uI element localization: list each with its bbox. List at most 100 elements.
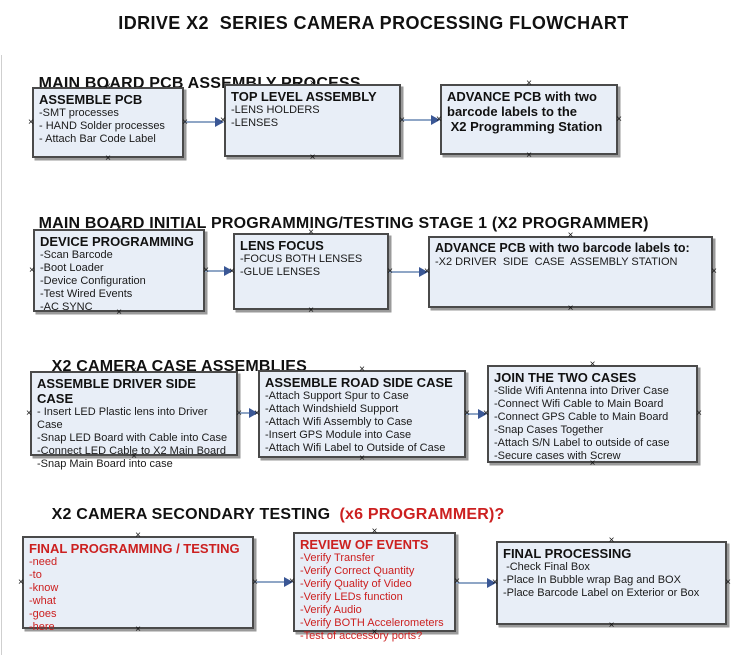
connector-arrow[interactable] xyxy=(456,578,496,588)
flow-box-advance-pcb-programming-station[interactable]: × × × × ADVANCE PCB with two barcode lab… xyxy=(436,79,622,161)
box-item: -Snap LED Board with Cable into Case xyxy=(37,432,228,444)
connection-point-icon[interactable]: × xyxy=(567,230,574,241)
box-item: -Insert GPS Module into Case xyxy=(265,429,412,441)
flow-box-assemble-driver-side-case[interactable]: × × × × ASSEMBLE DRIVER SIDE CASE - Inse… xyxy=(26,366,242,471)
flow-box-assemble-pcb[interactable]: × × × × ASSEMBLE PCB -SMT processes - HA… xyxy=(28,82,188,164)
connection-point-icon[interactable]: × xyxy=(105,153,111,164)
connection-point-icon[interactable]: × xyxy=(26,407,32,419)
connection-point-icon[interactable]: × xyxy=(464,408,470,419)
connection-point-icon[interactable]: × xyxy=(371,526,378,537)
box-item: -what xyxy=(29,595,56,607)
connection-point-icon[interactable]: × xyxy=(608,620,615,631)
box-item: -goes xyxy=(29,608,57,620)
connection-point-icon[interactable]: × xyxy=(567,303,574,314)
connection-point-icon[interactable]: × xyxy=(105,81,111,92)
section-heading-text: X2 CAMERA SECONDARY TESTING xyxy=(51,506,331,523)
connector-line xyxy=(389,271,419,273)
connection-point-icon[interactable]: × xyxy=(359,453,365,464)
section-heading-text: MAIN BOARD INITIAL PROGRAMMING/TESTING S… xyxy=(38,215,649,232)
box-item: -Verify Audio xyxy=(300,604,362,616)
connection-point-icon[interactable]: × xyxy=(454,576,460,587)
connection-point-icon[interactable]: × xyxy=(608,535,615,546)
connection-point-icon[interactable]: × xyxy=(483,408,489,419)
flow-box-assemble-road-side-case[interactable]: × × × × ASSEMBLE ROAD SIDE CASE -Attach … xyxy=(254,365,470,464)
connection-point-icon[interactable]: × xyxy=(696,408,702,419)
flow-box-lens-focus[interactable]: × × × × LENS FOCUS -FOCUS BOTH LENSES -G… xyxy=(229,228,393,316)
connector-line xyxy=(205,270,224,272)
connection-point-icon[interactable]: × xyxy=(589,359,596,370)
box-item: -Slide Wifi Antenna into Driver Case xyxy=(494,385,669,397)
connector-arrow[interactable] xyxy=(389,267,428,277)
connector-arrow[interactable] xyxy=(205,266,233,276)
connection-point-icon[interactable]: × xyxy=(309,152,316,163)
connection-point-icon[interactable]: × xyxy=(289,576,295,587)
connection-point-icon[interactable]: × xyxy=(725,577,731,588)
flow-box-top-level-assembly[interactable]: × × × × TOP LEVEL ASSEMBLY -LENS HOLDERS… xyxy=(220,79,405,163)
connection-point-icon[interactable]: × xyxy=(492,577,498,588)
box-item: -GLUE LENSES xyxy=(240,266,321,278)
connection-point-icon[interactable]: × xyxy=(131,365,137,376)
flow-box-join-the-two-cases[interactable]: × × × × JOIN THE TWO CASES -Slide Wifi A… xyxy=(483,360,702,469)
connector-arrow[interactable] xyxy=(254,577,293,587)
connection-point-icon[interactable]: × xyxy=(436,113,442,125)
connection-point-icon[interactable]: × xyxy=(526,78,532,89)
connection-point-icon[interactable]: × xyxy=(309,78,316,89)
box-item: -Verify Correct Quantity xyxy=(300,565,415,577)
connection-point-icon[interactable]: × xyxy=(252,576,258,588)
box-item: -Test of accessory ports? xyxy=(300,630,423,642)
connection-point-icon[interactable]: × xyxy=(116,223,122,234)
box-item: -Attach S/N Label to outside of case xyxy=(494,437,670,449)
flow-box-review-of-events[interactable]: × × × × REVIEW OF EVENTS -Verify Transfe… xyxy=(289,527,460,643)
flow-box-advance-pcb-driver-side-station[interactable]: × × × × ADVANCE PCB with two barcode lab… xyxy=(424,231,717,314)
box-item: -FOCUS BOTH LENSES xyxy=(240,253,363,265)
connection-point-icon[interactable]: × xyxy=(220,114,226,126)
connection-point-icon[interactable]: × xyxy=(308,305,314,316)
box-item: -Boot Loader xyxy=(40,262,104,274)
flow-box-final-processing[interactable]: × × × × FINAL PROCESSING -Check Final Bo… xyxy=(492,536,731,631)
box-item: - Insert LED Plastic lens into Driver Ca… xyxy=(37,406,211,431)
connection-point-icon[interactable]: × xyxy=(616,113,622,125)
connector-arrow[interactable] xyxy=(401,115,440,125)
connection-point-icon[interactable]: × xyxy=(131,451,137,462)
connection-point-icon[interactable]: × xyxy=(371,627,378,638)
arrowhead-icon xyxy=(284,577,293,587)
connection-point-icon[interactable]: × xyxy=(182,116,188,128)
box-item: -know xyxy=(29,582,59,594)
box-title: ADVANCE PCB with two barcode labels to t… xyxy=(447,89,603,134)
box-item: -Place In Bubble wrap Bag and BOX xyxy=(503,574,681,586)
connection-point-icon[interactable]: × xyxy=(229,265,235,277)
flow-box-final-programming-testing[interactable]: × × × × FINAL PROGRAMMING / TESTING -nee… xyxy=(18,531,258,635)
flow-box-device-programming[interactable]: × × × × DEVICE PROGRAMMING -Scan Barcode… xyxy=(29,224,209,318)
connection-point-icon[interactable]: × xyxy=(135,624,141,635)
box-title: DEVICE PROGRAMMING xyxy=(40,234,194,249)
connection-point-icon[interactable]: × xyxy=(359,364,365,375)
box-item: -Secure cases with Screw xyxy=(494,450,621,462)
connection-point-icon[interactable]: × xyxy=(711,266,717,277)
connector-arrow[interactable] xyxy=(184,117,224,127)
connection-point-icon[interactable]: × xyxy=(589,458,596,469)
box-title: LENS FOCUS xyxy=(240,238,324,253)
connection-point-icon[interactable]: × xyxy=(203,264,209,276)
connector-arrow[interactable] xyxy=(466,409,487,419)
connection-point-icon[interactable]: × xyxy=(236,407,242,419)
connection-point-icon[interactable]: × xyxy=(116,307,122,318)
arrowhead-icon xyxy=(224,266,233,276)
connection-point-icon[interactable]: × xyxy=(399,114,405,126)
connection-point-icon[interactable]: × xyxy=(308,227,314,238)
connection-point-icon[interactable]: × xyxy=(387,265,393,277)
connection-point-icon[interactable]: × xyxy=(29,264,35,276)
box-item: -Connect GPS Cable to Main Board xyxy=(494,411,669,423)
connection-point-icon[interactable]: × xyxy=(254,408,260,419)
connection-point-icon[interactable]: × xyxy=(526,150,532,161)
box-item: -Verify LEDs function xyxy=(300,591,403,603)
connection-point-icon[interactable]: × xyxy=(424,266,430,277)
box-item: -Connect Wifi Cable to Main Board xyxy=(494,398,664,410)
arrowhead-icon xyxy=(419,267,428,277)
connection-point-icon[interactable]: × xyxy=(28,116,34,128)
box-title: JOIN THE TWO CASES xyxy=(494,370,637,385)
box-item: -Snap Main Board into case xyxy=(37,458,173,470)
connection-point-icon[interactable]: × xyxy=(135,530,141,541)
connector-arrow[interactable] xyxy=(238,408,258,418)
connection-point-icon[interactable]: × xyxy=(18,576,24,588)
